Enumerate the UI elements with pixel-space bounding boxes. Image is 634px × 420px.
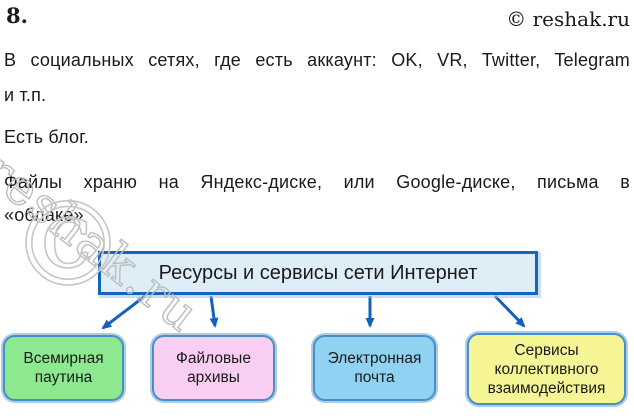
diagram-box-collaboration-services-label: Сервисы коллективного взаимодействия — [487, 341, 606, 397]
answer-line-2: и т.п. — [4, 85, 47, 105]
diagram-box-file-archives-label: Файловые архивы — [176, 350, 251, 386]
page-number: 8. — [6, 3, 28, 28]
arrow-to-files — [209, 295, 219, 328]
answer-line-1: В социальных сетях, где есть аккаунт: OK… — [4, 50, 630, 70]
diagram-box-file-archives: Файловые архивы — [152, 335, 275, 401]
copyright-notice: © reshak.ru — [506, 7, 630, 31]
answer-line-5: «облаке» — [4, 205, 84, 225]
arrow-to-collab — [493, 294, 526, 328]
answer-line-3: Есть блог. — [4, 127, 90, 147]
diagram-root-box: Ресурсы и сервисы сети Интернет — [98, 251, 538, 295]
diagram-root-label: Ресурсы и сервисы сети Интернет — [158, 261, 478, 284]
diagram-box-email: Электронная почта — [313, 335, 436, 401]
diagram-box-email-label: Электронная почта — [327, 350, 422, 386]
diagram-box-world-wide-web-label: Всемирная паутина — [23, 350, 104, 386]
arrow-to-web — [101, 294, 146, 330]
answer-line-4: Файлы храню на Яндекс-диске, или Google-… — [4, 172, 630, 192]
diagram-box-world-wide-web: Всемирная паутина — [3, 335, 124, 401]
diagram-box-collaboration-services: Сервисы коллективного взаимодействия — [467, 333, 626, 405]
